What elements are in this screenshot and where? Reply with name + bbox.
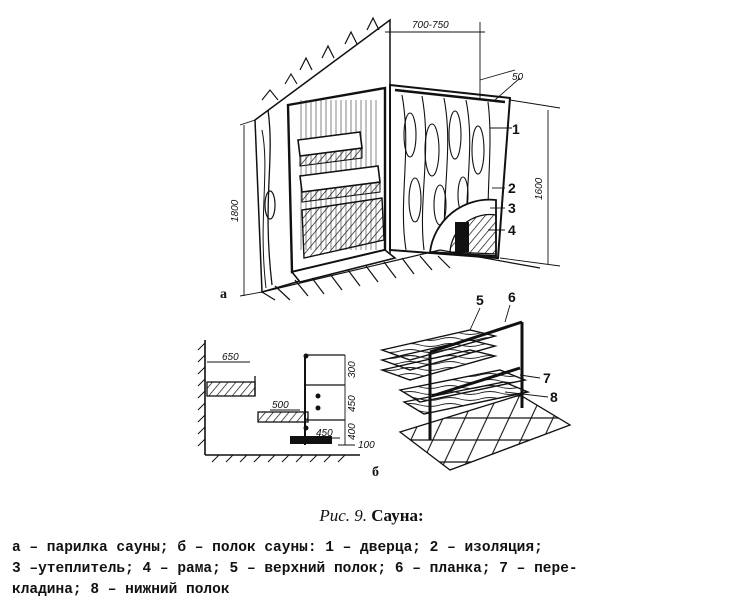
dim-100: 100	[358, 440, 375, 451]
caption-prefix: Рис. 9.	[319, 506, 368, 525]
callout-2: 2	[508, 180, 516, 196]
right-wall	[389, 83, 512, 260]
dim-1800: 1800	[230, 199, 241, 222]
dim-450-horizontal: 450	[316, 428, 333, 439]
drawing-b-bench-section: б 650 300 500 450 450 400 100	[197, 340, 379, 480]
dim-700-750: 700-750	[412, 20, 449, 31]
dim-400: 400	[347, 423, 358, 440]
legend-line-2: 3 –утеплитель; 4 – рама; 5 – верхний пол…	[12, 561, 578, 577]
dim-450-vertical: 450	[347, 395, 358, 412]
callout-5: 5	[476, 292, 484, 308]
callout-1: 1	[512, 121, 520, 137]
dim-300: 300	[347, 361, 358, 378]
floor	[261, 249, 541, 301]
legend-line-1: а – парилка сауны; б – полок сауны: 1 – …	[12, 540, 543, 556]
dim-1600: 1600	[534, 177, 545, 200]
sauna-figure: а 700-750 50 1800 1600 1 2 3 4	[197, 16, 572, 480]
drawing-c-bench-perspective: 5 6 7 8	[379, 289, 572, 471]
callout-6: 6	[508, 289, 516, 305]
legend-line-3: кладина; 8 – нижний полок	[12, 582, 230, 598]
figure-caption: Рис. 9. Сауна:	[0, 506, 743, 526]
dim-50: 50	[512, 72, 524, 83]
callout-7: 7	[543, 370, 551, 386]
callout-4: 4	[508, 222, 516, 238]
dim-500: 500	[272, 400, 289, 411]
label-b: б	[372, 465, 379, 480]
doorway	[286, 86, 397, 283]
label-a: а	[220, 287, 227, 302]
callout-8: 8	[550, 389, 558, 405]
caption-title: Сауна:	[371, 506, 424, 525]
callout-3: 3	[508, 200, 516, 216]
dimension-lines-a	[239, 20, 561, 297]
dim-650: 650	[222, 352, 239, 363]
drawing-a-sauna-room: а 700-750 50 1800 1600 1 2 3 4	[220, 16, 561, 302]
figure-legend: а – парилка сауны; б – полок сауны: 1 – …	[12, 538, 730, 601]
